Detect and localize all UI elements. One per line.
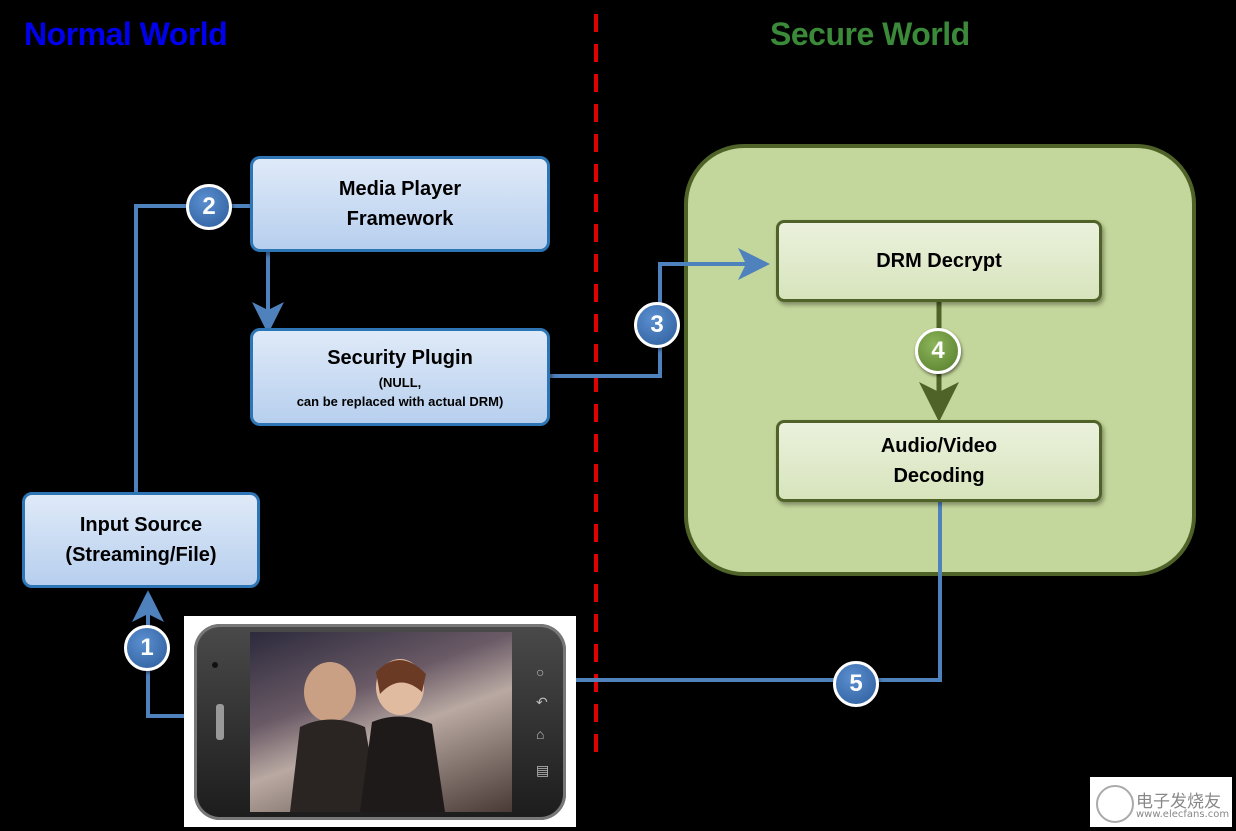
input-source-box: Input Source (Streaming/File)	[22, 492, 260, 588]
drm-decrypt-box: DRM Decrypt	[776, 220, 1102, 302]
security-plugin-title: Security Plugin	[327, 347, 473, 369]
phone-camera-dot	[212, 662, 218, 668]
step-2-badge: 2	[186, 184, 232, 230]
search-icon: ○	[536, 664, 545, 680]
av-decoding-line1: Audio/Video	[880, 435, 998, 457]
menu-icon: ▤	[536, 762, 550, 778]
media-player-line1: Media Player	[338, 178, 462, 200]
step-1-badge: 1	[124, 625, 170, 671]
normal-world-title: Normal World	[24, 16, 228, 52]
security-plugin-sub1: (NULL,	[378, 375, 422, 390]
watermark-circle-icon	[1096, 785, 1134, 823]
security-plugin-box: Security Plugin (NULL, can be replaced w…	[250, 328, 550, 426]
av-decoding-box: Audio/Video Decoding	[776, 420, 1102, 502]
watermark-text: 电子发烧友	[1136, 792, 1221, 812]
phone-image: ○ ↶ ⌂ ▤	[184, 616, 576, 827]
back-icon: ↶	[536, 694, 548, 710]
step-4-badge: 4	[915, 328, 961, 374]
step-3-badge: 3	[634, 302, 680, 348]
input-source-line2: (Streaming/File)	[65, 544, 217, 566]
phone-home-slot	[216, 704, 224, 740]
media-player-line2: Framework	[346, 208, 454, 230]
connector-decoding-to-phone	[576, 502, 942, 682]
security-plugin-sub2: can be replaced with actual DRM)	[296, 394, 504, 409]
phone-body: ○ ↶ ⌂ ▤	[194, 624, 566, 820]
drm-decrypt-label: DRM Decrypt	[876, 250, 1002, 272]
home-icon: ⌂	[536, 726, 545, 742]
movie-scene-picture	[290, 659, 445, 812]
input-source-line1: Input Source	[79, 514, 203, 536]
secure-world-title: Secure World	[770, 16, 970, 52]
watermark-url: www.elecfans.com	[1136, 809, 1230, 820]
connector-input-to-plugin	[134, 204, 284, 492]
step-5-badge: 5	[833, 661, 879, 707]
av-decoding-line2: Decoding	[893, 465, 985, 487]
phone-video-frame	[250, 632, 512, 812]
watermark-logo: 电子发烧友 www.elecfans.com	[1090, 777, 1232, 827]
media-player-framework-box: Media Player Framework	[250, 156, 550, 252]
